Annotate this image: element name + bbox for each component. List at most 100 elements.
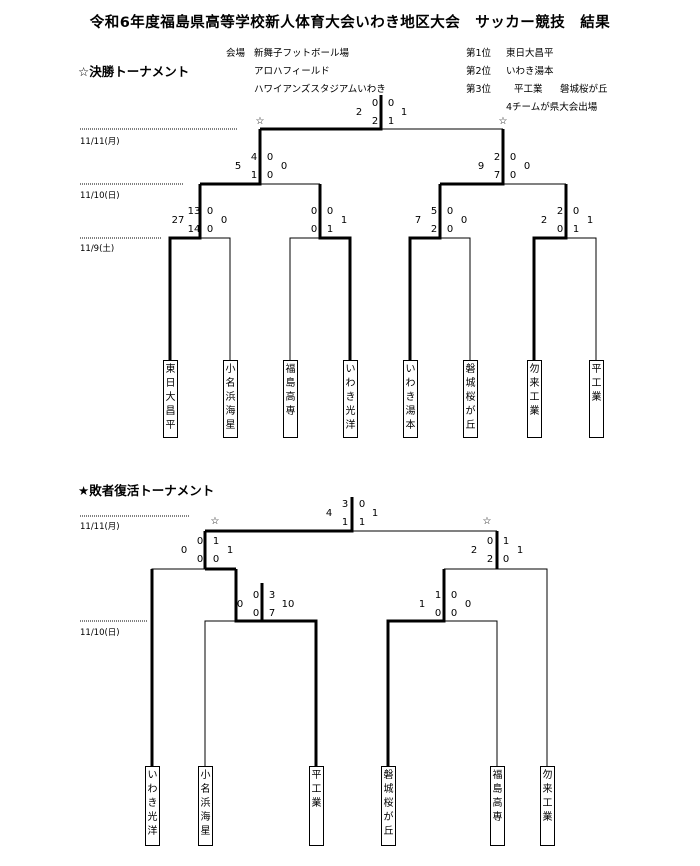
score: 0 [509, 152, 517, 163]
team-box: 磐城桜が丘 [463, 360, 478, 438]
third-place-team-b: 磐城桜が丘 [560, 84, 608, 95]
venue-label: 会場 [226, 48, 246, 59]
score: 0 [358, 499, 366, 510]
score-total: 9 [477, 161, 485, 172]
team-name: 小名浜海星 [225, 364, 236, 431]
score-total: 5 [234, 161, 242, 172]
score: 0 [266, 152, 274, 163]
score-total: 0 [464, 599, 472, 610]
score-total: 0 [280, 161, 288, 172]
score: 0 [434, 608, 442, 619]
score: 0 [486, 536, 494, 547]
score: 0 [206, 206, 214, 217]
venue-3: ハワイアンズスタジアムいわき [254, 84, 386, 95]
score: 0 [450, 608, 458, 619]
score: 0 [310, 224, 318, 235]
score: 0 [572, 206, 580, 217]
score-total: 1 [418, 599, 426, 610]
date-label: 11/10(日) [80, 191, 120, 201]
score: 7 [493, 170, 501, 181]
venue-1: 新舞子フットボール場 [254, 48, 350, 59]
score-total: 0 [220, 215, 228, 226]
score-total: 1 [586, 215, 594, 226]
score: 0 [446, 206, 454, 217]
score: 0 [252, 590, 260, 601]
second-place-label: 第2位 [466, 66, 492, 77]
main-tournament-heading: ☆決勝トーナメント [78, 64, 190, 79]
score-total: 0 [236, 599, 244, 610]
team-box: 東日大昌平 [163, 360, 178, 438]
score: 3 [341, 499, 349, 510]
score-total: 4 [325, 508, 333, 519]
score: 1 [434, 590, 442, 601]
score-total: 7 [414, 215, 422, 226]
score: 0 [371, 98, 379, 109]
team-box: 福島高専 [283, 360, 298, 438]
score: 0 [450, 590, 458, 601]
score: 1 [212, 536, 220, 547]
score: 1 [326, 224, 334, 235]
team-name: 平工業 [591, 364, 602, 403]
team-box: 勿来工業 [540, 766, 555, 846]
score-total: 1 [340, 215, 348, 226]
score-total: 27 [171, 215, 185, 226]
score: 2 [371, 116, 379, 127]
qualification-note: 4チームが県大会出場 [506, 102, 598, 113]
first-place-label: 第1位 [466, 48, 492, 59]
page-title: 令和6年度福島県高等学校新人体育大会いわき地区大会 サッカー競技 結果 [89, 15, 611, 31]
team-name: 福島高専 [492, 770, 503, 823]
score: 1 [387, 116, 395, 127]
team-name: 平工業 [311, 770, 322, 809]
second-place-team: いわき湯本 [506, 66, 554, 77]
score-total: 1 [371, 508, 379, 519]
team-name: いわき光洋 [345, 364, 356, 431]
team-box: 小名浜海星 [223, 360, 238, 438]
team-name: 磐城桜が丘 [465, 364, 476, 431]
first-place-team: 東日大昌平 [506, 48, 554, 59]
qualifier-star-icon: ☆ [255, 116, 265, 127]
score: 2 [486, 554, 494, 565]
team-name: 東日大昌平 [165, 364, 176, 431]
team-box: 小名浜海星 [198, 766, 213, 846]
score-total: 10 [281, 599, 295, 610]
qualifier-star-icon: ☆ [498, 116, 508, 127]
qualifier-star-icon: ☆ [482, 516, 492, 527]
score: 0 [502, 554, 510, 565]
score: 1 [358, 517, 366, 528]
team-name: 磐城桜が丘 [383, 770, 394, 837]
score: 7 [268, 608, 276, 619]
date-label: 11/11(月) [80, 137, 120, 147]
team-name: 勿来工業 [542, 770, 553, 823]
repechage-heading: ★敗者復活トーナメント [78, 483, 215, 498]
team-box: いわき湯本 [403, 360, 418, 438]
score: 0 [212, 554, 220, 565]
score: 1 [572, 224, 580, 235]
third-place-label: 第3位 [466, 84, 492, 95]
team-name: 福島高専 [285, 364, 296, 417]
score-total: 1 [226, 545, 234, 556]
team-box: 平工業 [589, 360, 604, 438]
score: 0 [206, 224, 214, 235]
score-total: 2 [355, 107, 363, 118]
score: 0 [310, 206, 318, 217]
score: 0 [509, 170, 517, 181]
score: 4 [250, 152, 258, 163]
score-total: 1 [400, 107, 408, 118]
score: 2 [556, 206, 564, 217]
score-total: 0 [523, 161, 531, 172]
score: 5 [430, 206, 438, 217]
score: 3 [268, 590, 276, 601]
team-box: いわき光洋 [343, 360, 358, 438]
team-box: 福島高専 [490, 766, 505, 846]
score: 0 [196, 536, 204, 547]
score: 0 [446, 224, 454, 235]
score-total: 1 [516, 545, 524, 556]
score: 0 [252, 608, 260, 619]
score: 1 [502, 536, 510, 547]
team-box: 勿来工業 [527, 360, 542, 438]
team-box: 磐城桜が丘 [381, 766, 396, 846]
score: 2 [430, 224, 438, 235]
score: 1 [341, 517, 349, 528]
score-total: 2 [470, 545, 478, 556]
